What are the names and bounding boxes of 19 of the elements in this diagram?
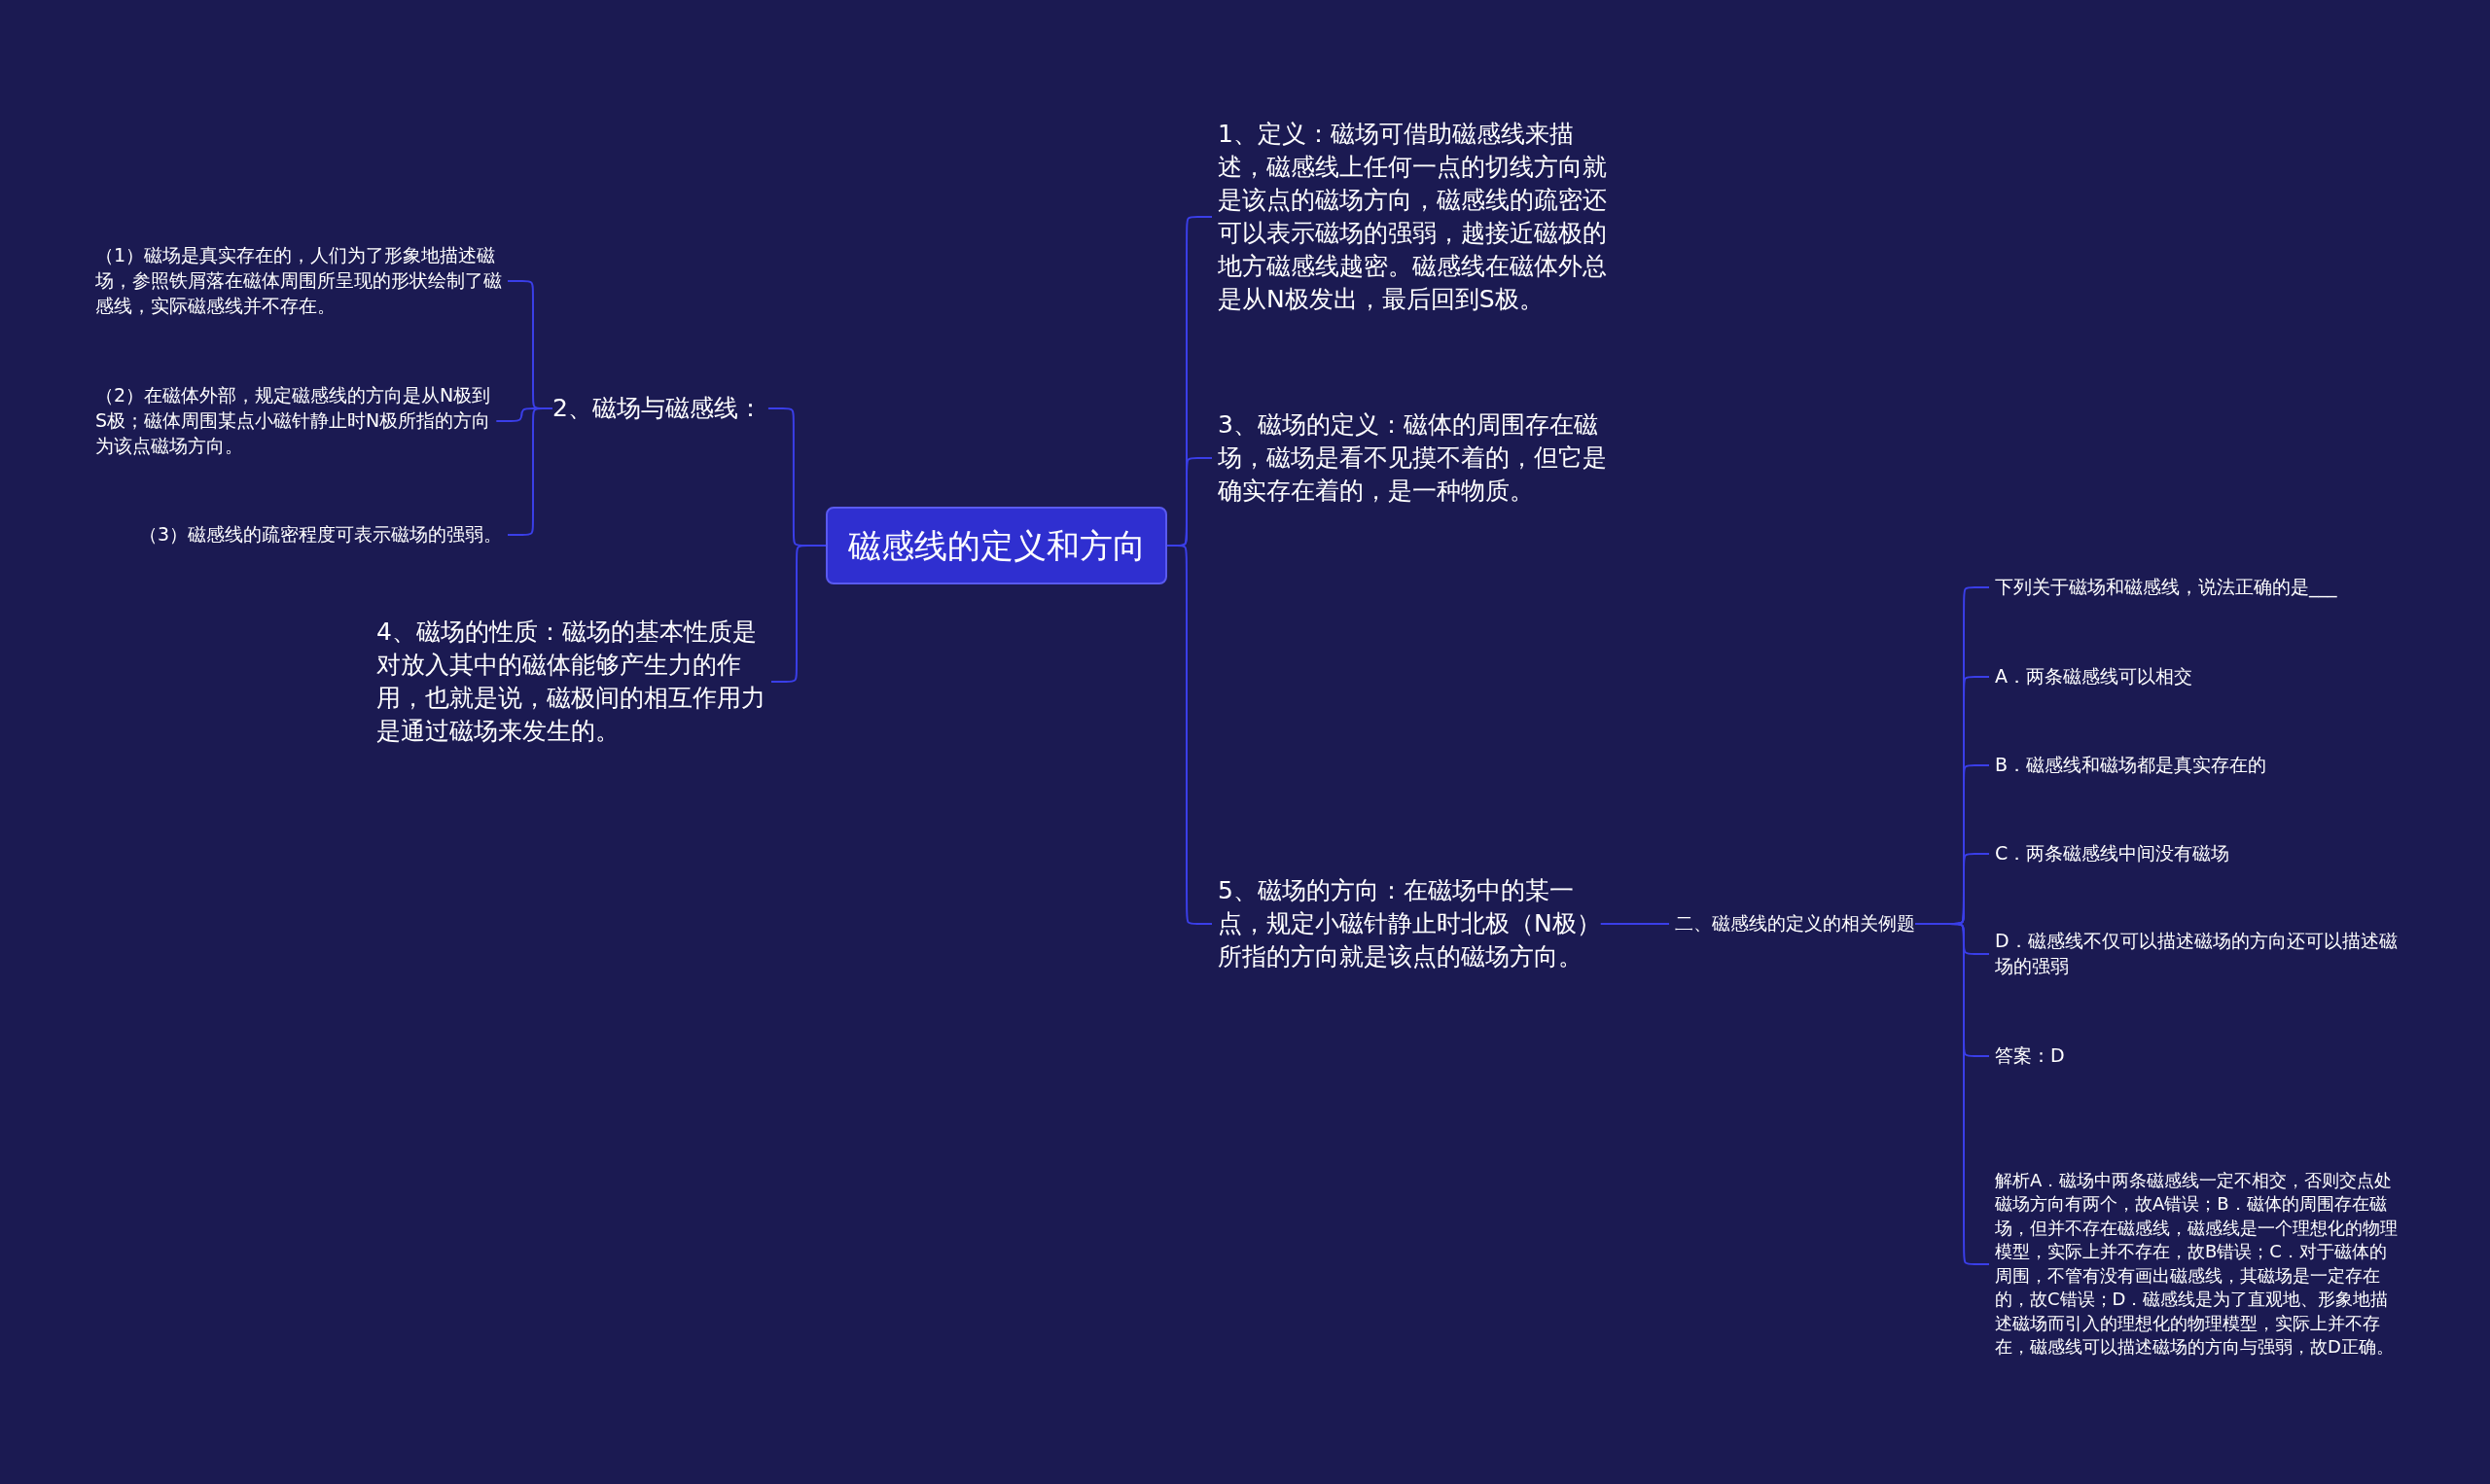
topic-text: D．磁感线不仅可以描述磁场的方向还可以描述磁场的强弱: [1995, 929, 2399, 978]
topic-text: 4、磁场的性质：磁场的基本性质是对放入其中的磁体能够产生力的作用，也就是说，磁极间的相互作用力是通过磁场来发生的。: [376, 617, 765, 747]
topic-text: （2）在磁体外部，规定磁感线的方向是从N极到S极；磁体周围某点小磁针静止时N极所指的方向为该点磁场方向。: [95, 383, 492, 458]
topic-text: 答案：D: [1995, 1043, 2066, 1069]
topic-text: 二、磁感线的定义的相关例题: [1675, 911, 1916, 936]
topic-text: C．两条磁感线中间没有磁场: [1995, 841, 2231, 866]
topic-text: 2、磁场与磁感线：: [552, 393, 764, 424]
topic-text: B．磁感线和磁场都是真实存在的: [1995, 753, 2268, 778]
topic-text: （3）磁感线的疏密程度可表示磁场的强弱。: [137, 522, 502, 548]
topic-text: 1、定义：磁场可借助磁感线来描述，磁感线上任何一点的切线方向就是该点的磁场方向，磁感线的疏密还可以表示磁场的强弱，越接近磁极的地方磁感线越密。磁感线在磁体外总是从N极发出，最后回到S极。: [1218, 119, 1608, 315]
central-topic-box: [826, 507, 1167, 584]
topic-text: 下列关于磁场和磁感线，说法正确的是___: [1995, 575, 2338, 600]
topic-text: A．两条磁感线可以相交: [1995, 664, 2193, 689]
topic-text: 解析A．磁场中两条磁感线一定不相交，否则交点处磁场方向有两个，故A错误；B．磁体的周围存在磁场，但并不存在磁感线，磁感线是一个理想化的物理模型，实际上并不存在，故B错误；C．对于磁体的周围，不管有没有画出磁感线，其磁场是一定存在的，故C错误；D．磁感线是为了直观地、形象地描述磁场而引入的理想化的物理模型，实际上并不存在，磁感线可以描述磁场的方向与强弱，故D正确。: [1995, 1169, 2399, 1360]
topic-text: 5、磁场的方向：在磁场中的某一点，规定小磁针静止时北极（N极）所指的方向就是该点的磁场方向。: [1218, 875, 1602, 972]
connector-line: [1599, 923, 1670, 925]
topic-text: （1）磁场是真实存在的，人们为了形象地描述磁场，参照铁屑落在磁体周围所呈现的形状绘制了磁感线，实际磁感线并不存在。: [95, 243, 502, 318]
central-topic-label: 磁感线的定义和方向: [847, 524, 1146, 567]
topic-text: 3、磁场的定义：磁体的周围存在磁场，磁场是看不见摸不着的，但它是确实存在着的，是一种物质。: [1218, 409, 1608, 507]
